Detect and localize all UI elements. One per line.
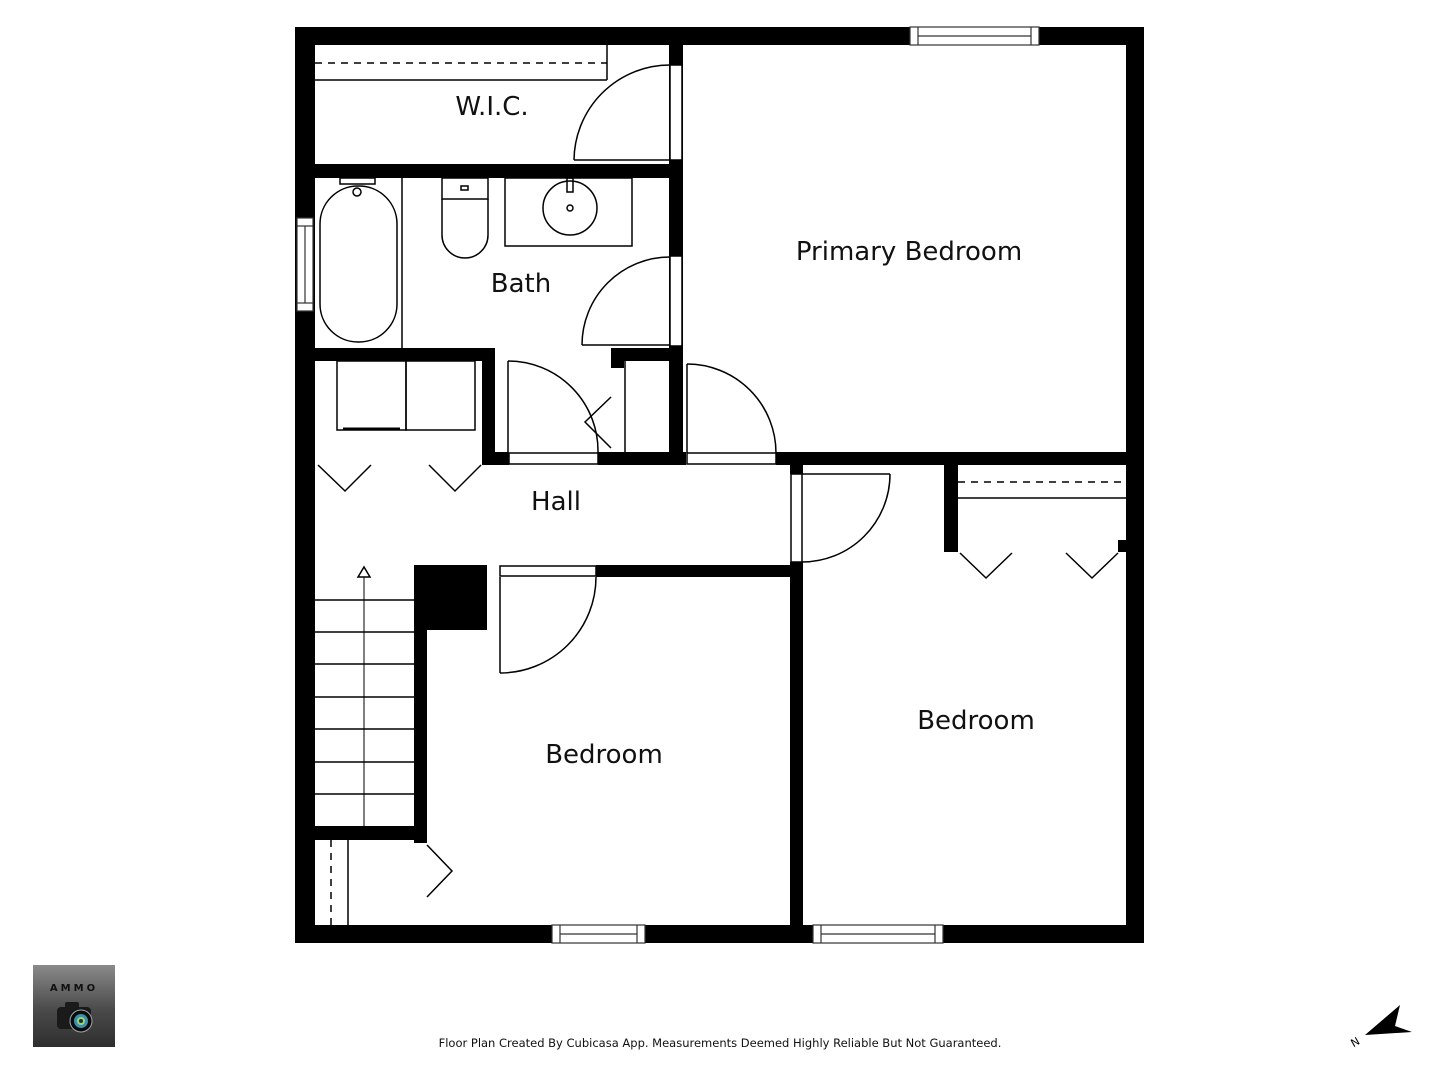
north-arrow-icon: N: [1349, 1005, 1412, 1050]
room-label-hall: Hall: [531, 487, 581, 517]
room-label-bedroom-3: Bedroom: [917, 706, 1035, 736]
room-label-wic: W.I.C.: [455, 92, 529, 122]
fixtures: [315, 45, 1126, 925]
logo-text: AMMO: [49, 983, 99, 994]
compass-label: N: [1349, 1035, 1363, 1050]
walls: [295, 27, 1144, 943]
room-label-bath: Bath: [490, 269, 552, 299]
camera-icon: [57, 1002, 93, 1033]
windows: [296, 26, 1040, 944]
room-label-primary-bedroom: Primary Bedroom: [795, 237, 1023, 267]
disclaimer-text: Floor Plan Created By Cubicasa App. Meas…: [438, 1036, 1002, 1050]
company-logo: AMMO: [33, 965, 115, 1047]
room-label-bedroom-2: Bedroom: [545, 740, 663, 770]
